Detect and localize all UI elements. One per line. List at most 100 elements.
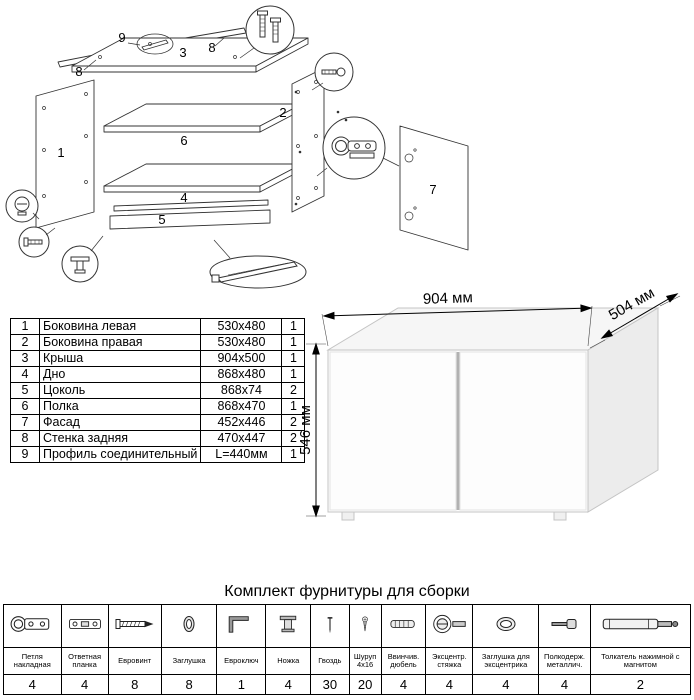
shelf-support-icon bbox=[551, 618, 577, 629]
parts-row: 5 Цоколь 868x74 2 bbox=[10, 382, 306, 399]
hardware-icon-cell bbox=[107, 604, 162, 648]
hardware-icon-cell bbox=[348, 604, 382, 648]
height-dimension-label: 546 мм bbox=[298, 405, 314, 455]
hardware-qty-row: 4 4 8 8 1 4 30 20 4 4 4 4 2 bbox=[3, 674, 692, 695]
part-size: 904x500 bbox=[200, 350, 283, 367]
part-size: 470x447 bbox=[200, 430, 283, 447]
part-label-2: 2 bbox=[279, 105, 286, 120]
hardware-kit-title: Комплект фурнитуры для сборки bbox=[224, 583, 470, 600]
part-size: 868x480 bbox=[200, 366, 283, 383]
hardware-item-label: Евровинт bbox=[107, 647, 162, 675]
hardware-item-qty: 30 bbox=[310, 674, 350, 695]
part-number: 1 bbox=[10, 318, 40, 335]
hardware-item-label: Петля накладная bbox=[3, 647, 62, 675]
hardware-item-qty: 1 bbox=[216, 674, 267, 695]
hardware-item-qty: 4 bbox=[60, 674, 109, 695]
parts-row: 8 Стенка задняя 470x447 2 bbox=[10, 430, 306, 447]
width-dimension-label: 904 мм bbox=[423, 289, 473, 308]
nail-icon bbox=[327, 616, 333, 633]
part-size: 530x480 bbox=[200, 334, 283, 351]
hardware-icon-cell bbox=[265, 604, 312, 648]
push-latch-icon bbox=[603, 618, 679, 629]
callout-hinge bbox=[322, 116, 386, 180]
hardware-icon-cell bbox=[216, 604, 267, 648]
part-label-3: 3 bbox=[179, 45, 186, 60]
plinth-strips bbox=[109, 199, 271, 230]
part-size: 868x470 bbox=[200, 398, 283, 415]
hardware-item-qty: 4 bbox=[425, 674, 474, 695]
part-label-4: 4 bbox=[180, 190, 187, 205]
hardware-icon-cell bbox=[310, 604, 350, 648]
callout-bolt bbox=[18, 226, 50, 258]
fastener-marks bbox=[294, 90, 348, 206]
part-label-5: 5 bbox=[158, 212, 165, 227]
part-name: Дно bbox=[38, 366, 202, 383]
part-number: 3 bbox=[10, 350, 40, 367]
part-size: 868x74 bbox=[200, 382, 283, 399]
part-name: Фасад bbox=[38, 414, 202, 431]
hardware-item-label: Заглушка для эксцентрика bbox=[472, 647, 540, 675]
part-label-7: 7 bbox=[429, 182, 436, 197]
part-label-9: 9 bbox=[118, 30, 125, 45]
callout-minifix-cam bbox=[5, 189, 39, 223]
parts-row: 4 Дно 868x480 1 bbox=[10, 366, 306, 383]
callout-connector-profile bbox=[209, 255, 307, 289]
hardware-item-qty: 20 bbox=[348, 674, 382, 695]
hardware-item-label: Ввинчив. дюбель bbox=[380, 647, 427, 675]
part-label-8b: 8 bbox=[208, 40, 215, 55]
part-qty: 1 bbox=[281, 350, 306, 367]
hardware-item-qty: 4 bbox=[3, 674, 62, 695]
hardware-item-qty: 2 bbox=[589, 674, 692, 695]
parts-row: 3 Крыша 904x500 1 bbox=[10, 350, 306, 367]
part-number: 6 bbox=[10, 398, 40, 415]
part-qty: 1 bbox=[281, 446, 306, 463]
leader-lines bbox=[32, 37, 400, 259]
dowel-icon bbox=[390, 619, 416, 628]
right-side-panel bbox=[291, 67, 325, 213]
parts-row: 1 Боковина левая 530x480 1 bbox=[10, 318, 306, 335]
shelf-panel bbox=[103, 103, 303, 133]
connector-profile-piece bbox=[136, 33, 174, 55]
parts-row: 9 Профиль соединительный L=440мм 1 bbox=[10, 446, 306, 463]
hardware-icon-cell bbox=[60, 604, 109, 648]
hardware-item-qty: 4 bbox=[380, 674, 427, 695]
hardware-item-label: Толкатель нажимной с магнитом bbox=[589, 647, 692, 675]
part-name: Профиль соединительный bbox=[38, 446, 202, 463]
confirmat-screw-icon bbox=[115, 618, 154, 629]
parts-row: 7 Фасад 452x446 2 bbox=[10, 414, 306, 431]
hardware-item-label: Шуруп 4x16 bbox=[348, 647, 382, 675]
part-number: 5 bbox=[10, 382, 40, 399]
callout-cam-bolt bbox=[314, 52, 354, 92]
hardware-icon-cell bbox=[160, 604, 218, 648]
hardware-item-label: Заглушка bbox=[160, 647, 218, 675]
hardware-icon-cell bbox=[538, 604, 591, 648]
door-facade bbox=[399, 125, 469, 251]
hardware-icon-cell bbox=[3, 604, 62, 648]
hardware-item-label: Полкодерж. металлич. bbox=[538, 647, 591, 675]
bottom-panel bbox=[103, 163, 303, 193]
parts-row: 2 Боковина правая 530x480 1 bbox=[10, 334, 306, 351]
callout-screws bbox=[245, 5, 295, 55]
hardware-item-label: Ножка bbox=[265, 647, 312, 675]
top-panel bbox=[71, 37, 309, 73]
hardware-icon-cell bbox=[380, 604, 427, 648]
dimension-lines bbox=[306, 293, 681, 518]
parts-row: 6 Полка 868x470 1 bbox=[10, 398, 306, 415]
cam-lock-icon bbox=[433, 614, 467, 633]
parts-table: 1 Боковина левая 530x480 1 2 Боковина пр… bbox=[10, 318, 306, 463]
hardware-item-label: Евроключ bbox=[216, 647, 267, 675]
part-name: Стенка задняя bbox=[38, 430, 202, 447]
part-label-1: 1 bbox=[57, 145, 64, 160]
part-name: Боковина левая bbox=[38, 318, 202, 335]
drill-holes bbox=[42, 40, 417, 221]
hardware-item-label: Гвоздь bbox=[310, 647, 350, 675]
part-name: Полка bbox=[38, 398, 202, 415]
part-number: 9 bbox=[10, 446, 40, 463]
part-number: 2 bbox=[10, 334, 40, 351]
hardware-item-label: Ответная планка bbox=[60, 647, 109, 675]
hardware-icon-cell bbox=[589, 604, 692, 648]
hardware-icons-row bbox=[3, 604, 692, 648]
hardware-item-qty: 4 bbox=[472, 674, 540, 695]
hardware-icon-cell bbox=[425, 604, 474, 648]
